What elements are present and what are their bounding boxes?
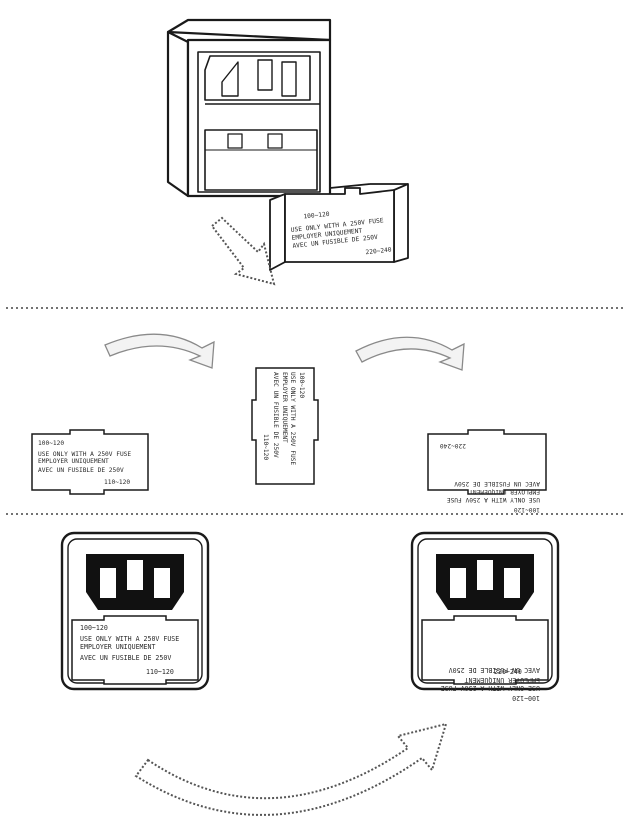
fuse-housing [166,18,332,198]
inlet-left-voltage: 110~120 [146,668,174,676]
pull-out-arrow [210,216,276,286]
card-rotating-line-3: AVEC UN FUSIBLE DE 250V [272,372,279,458]
card-rotating-line-2: EMPLOYER UNIQUEMENT [281,372,288,443]
conversion-arrow [134,722,448,816]
card-inverted-line-3: AVEC UN FUSIBLE DE 250V [454,480,540,487]
inlet-left-line-3: AVEC UN FUSIBLE DE 250V [80,654,171,662]
fuse-card-inverted: 100~120 USE ONLY WITH A 250V FUSE EMPLOY… [427,429,547,513]
inlet-right-line-3: AVEC UN FUSIBLE DE 250V [449,666,540,674]
card-inverted-line-1: USE ONLY WITH A 250V FUSE [447,496,540,503]
card-upright-line-2: EMPLOYER UNIQUEMENT [38,458,109,465]
card-upright-line-3: AVEC UN FUSIBLE DE 250V [38,467,124,474]
card-inverted-line-2: EMPLOYER UNIQUEMENT [469,488,540,495]
card-rotating-line-1: USE ONLY WITH A 250V FUSE [289,372,296,465]
card-inverted-volt-top: 100~120 [514,506,540,513]
inlet-right-volt-top: 100~120 [512,694,540,702]
inlet-right-line-2: EMPLOYER UNIQUEMENT [465,676,540,684]
card-inverted-voltage: 220~240 [440,442,466,449]
inlet-right-line-1: USE ONLY WITH A 250V FUSE [441,684,540,692]
rotate-arrow-right [355,336,465,371]
inlet-left-line-1: USE ONLY WITH A 250V FUSE [80,635,179,643]
card-rotating-voltage: 110~120 [262,434,269,460]
label-voltage-top: 100~120 [303,211,330,221]
power-inlet-230v: 100~120 USE ONLY WITH A 250V FUSE EMPLOY… [410,531,560,702]
fuse-card-upright: 100~120 USE ONLY WITH A 250V FUSE EMPLOY… [31,429,149,495]
card-upright-line-1: USE ONLY WITH A 250V FUSE [38,451,131,458]
power-inlet-110v: 100~120 USE ONLY WITH A 250V FUSE EMPLOY… [60,531,210,691]
fuse-card-rotating: 100~120 USE ONLY WITH A 250V FUSE EMPLOY… [251,367,319,485]
inlet-right-voltage: 220~240 [494,668,522,676]
card-upright-voltage: 110~120 [104,479,130,486]
label-voltage-bottom: 220~240 [365,247,392,257]
card-upright-volt-top: 100~120 [38,440,64,447]
rotate-arrow-left [104,333,215,369]
inlet-left-volt-top: 100~120 [80,624,108,632]
inlet-left-line-2: EMPLOYER UNIQUEMENT [80,643,155,651]
card-rotating-volt-top: 100~120 [298,372,305,398]
fuse-cartridge-removed: 100~120 USE ONLY WITH A 250V FUSE EMPLOY… [269,183,409,271]
